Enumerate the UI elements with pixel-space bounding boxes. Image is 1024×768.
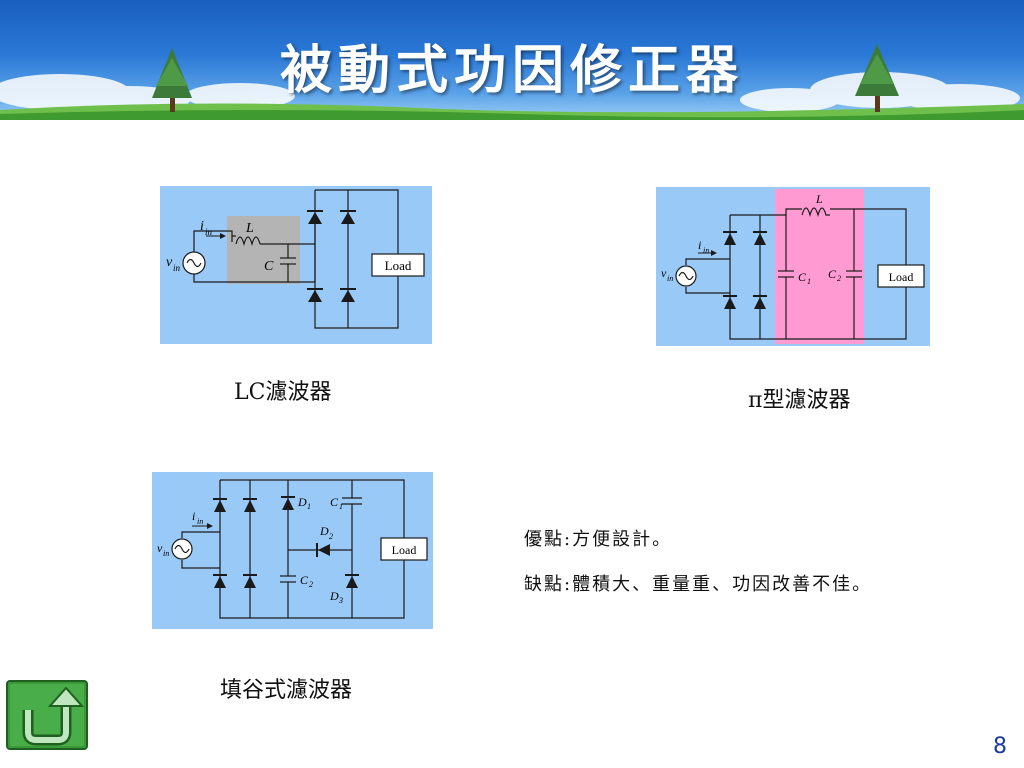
inductor-label: L [815,192,823,206]
left-tree-icon [152,48,192,112]
d1-label: D [297,495,307,509]
pi-filter-caption: π型濾波器 [748,388,851,413]
svg-text:in: in [703,246,709,255]
right-tree-icon [855,44,899,112]
c2-label: C [300,573,309,587]
header-banner: 被動式功因修正器 [0,0,1024,120]
svg-text:1: 1 [339,502,343,511]
svg-text:2: 2 [837,274,841,283]
current-label: i [200,219,204,234]
lc-filter-caption: LC濾波器 [234,380,332,405]
inductor-label: L [245,221,254,236]
load-label: Load [392,543,417,557]
d2-label: D [319,524,329,538]
svg-text:in: in [205,227,213,237]
slide-title: 被動式功因修正器 [279,40,744,101]
return-arrow-icon [6,680,88,750]
svg-text:1: 1 [807,277,811,286]
banner-scenery [0,44,1024,120]
svg-text:3: 3 [338,596,343,605]
pi-highlight [775,189,864,344]
voltage-label: v [166,255,173,270]
current-label: i [192,509,195,523]
svg-text:2: 2 [329,532,333,541]
svg-text:in: in [173,263,181,273]
svg-text:in: in [163,549,169,558]
capacitor-label: C [264,259,274,274]
load-label: Load [889,270,914,284]
svg-text:in: in [667,274,673,283]
valley-fill-caption: 填谷式濾波器 [220,678,353,703]
pros-text: 優點:方便設計。 [524,529,673,550]
page-number: 8 [993,734,1007,759]
pi-filter-diagram: i in v in L C 1 C 2 Load [656,187,930,346]
current-label: i [698,238,701,252]
c1-label: C [330,495,339,509]
svg-text:in: in [197,517,203,526]
lc-filter-diagram: i in v in L C Load [160,186,432,344]
back-button[interactable] [6,680,88,750]
svg-text:1: 1 [307,502,311,511]
cap2-label: C [828,267,837,281]
load-label: Load [385,258,412,273]
d3-label: D [329,589,339,603]
svg-text:2: 2 [309,580,313,589]
voltage-label: v [157,541,163,555]
cons-text: 缺點:體積大、重量重、功因改善不佳。 [524,574,873,595]
cap1-label: C [798,270,807,284]
valley-fill-diagram: i in v in D 1 C 1 D 2 C 2 D 3 Load [152,472,433,629]
voltage-label: v [661,266,667,280]
